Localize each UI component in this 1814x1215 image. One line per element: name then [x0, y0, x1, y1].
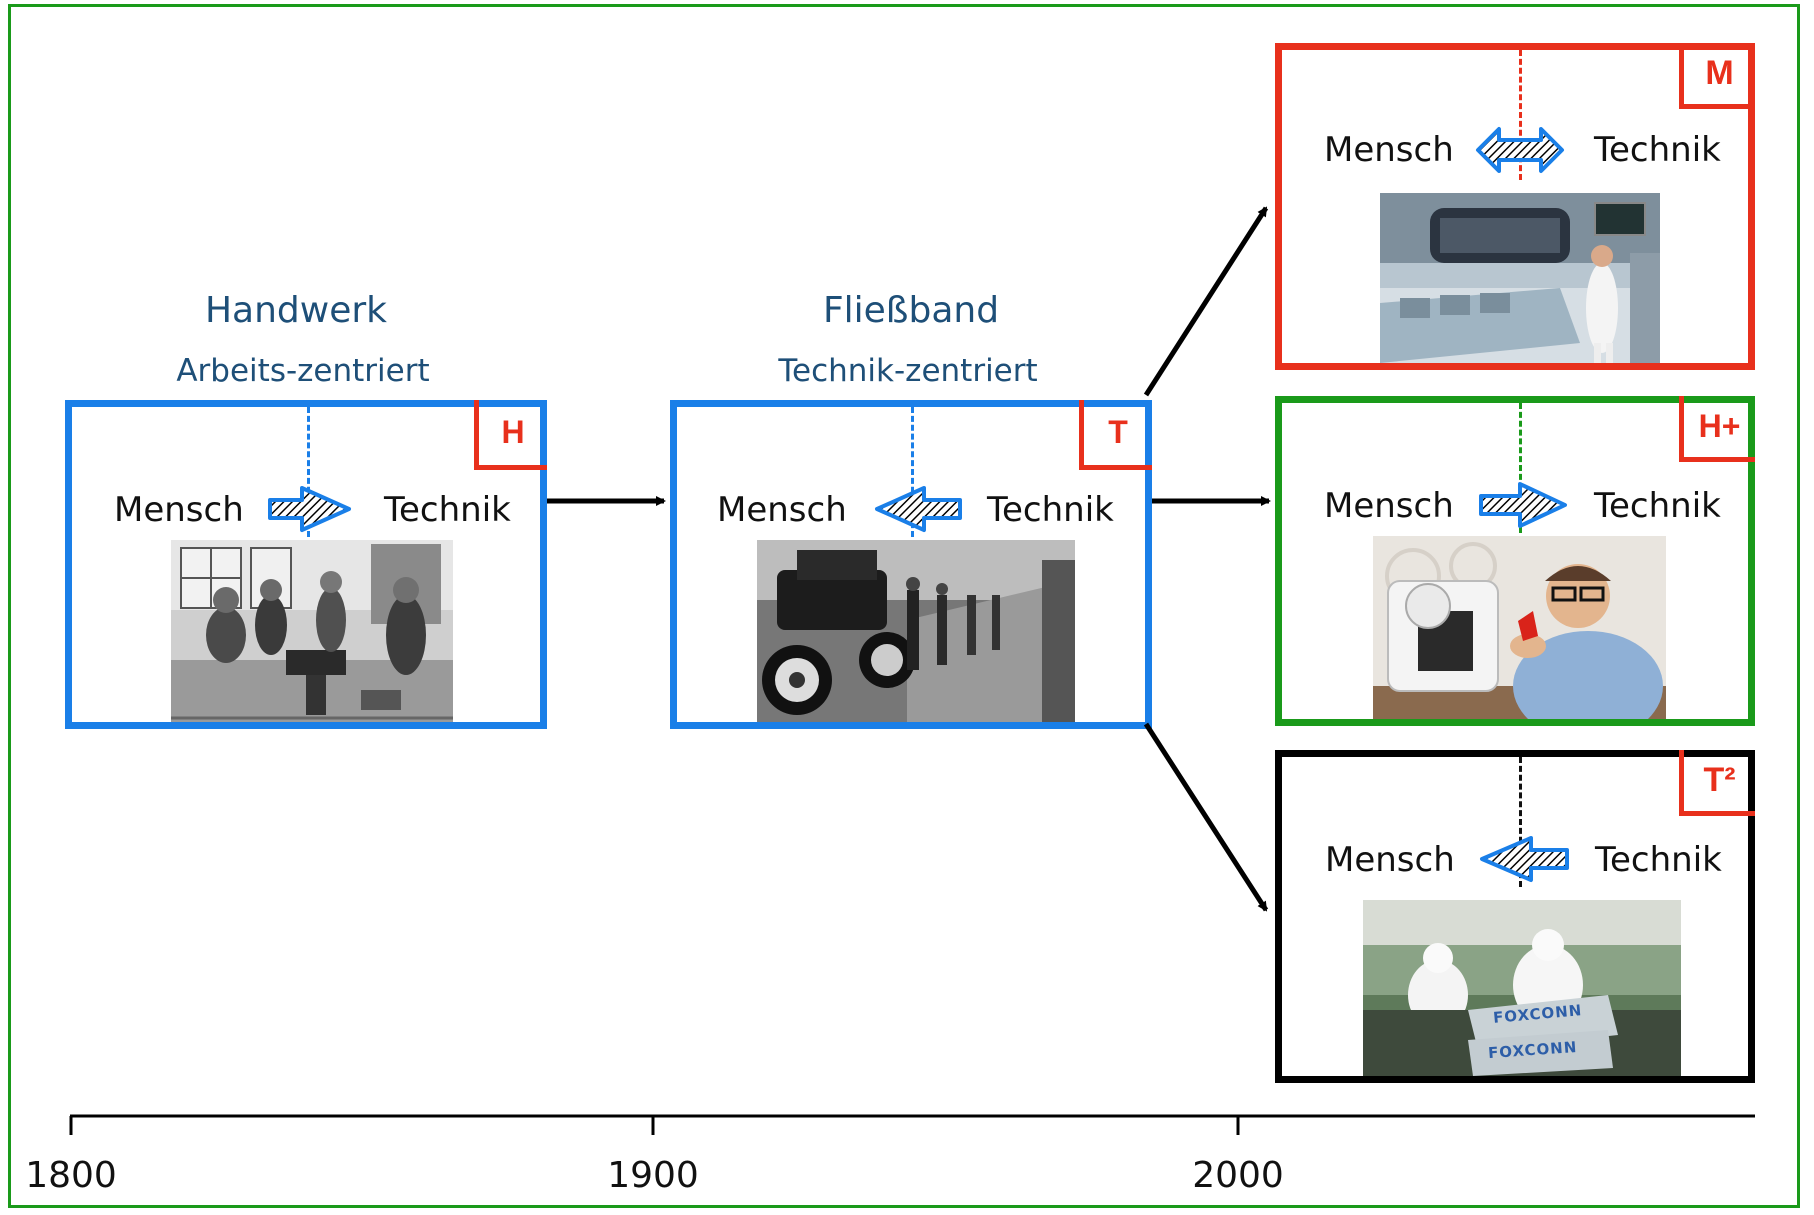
connector-arrow: [1143, 722, 1269, 912]
label-mensch: Mensch: [1324, 130, 1454, 170]
stage-badge: H: [474, 400, 547, 470]
craftsmen-workshop-photo: [171, 540, 453, 722]
stage-badge: T²: [1679, 750, 1755, 816]
car-factory-photo: [1380, 193, 1660, 363]
foxconn-workers-photo: FOXCONN FOXCONN: [1363, 900, 1681, 1076]
stage-box-handwerk: H Mensch Technik: [65, 400, 547, 729]
stage-box-m: M Mensch Technik: [1275, 43, 1755, 370]
label-mensch: Mensch: [1324, 486, 1454, 526]
stage-title-handwerk: Handwerk: [204, 290, 388, 331]
timeline-label: 2000: [1192, 1155, 1284, 1196]
label-technik: Technik: [384, 490, 511, 530]
divider-line: [1519, 50, 1522, 180]
label-mensch: Mensch: [1325, 840, 1455, 880]
divider-line: [1519, 757, 1522, 887]
timeline-label: 1900: [607, 1155, 699, 1196]
stage-badge: T: [1079, 400, 1152, 470]
divider-line: [911, 407, 914, 537]
label-mensch: Mensch: [114, 490, 244, 530]
assembly-line-photo: [757, 540, 1075, 722]
arrow-left-icon: [1480, 836, 1569, 882]
label-technik: Technik: [1595, 840, 1722, 880]
connector-arrow: [1143, 206, 1269, 397]
stage-badge: H+: [1679, 396, 1755, 462]
divider-line: [307, 407, 310, 537]
label-technik: Technik: [1594, 486, 1721, 526]
stage-subtitle-handwerk: Arbeits-zentriert: [176, 353, 430, 389]
stage-box-fliessband: T Mensch Technik: [670, 400, 1152, 729]
arrow-right-icon: [268, 486, 351, 532]
label-mensch: Mensch: [717, 490, 847, 530]
label-technik: Technik: [987, 490, 1114, 530]
arrow-left-icon: [875, 486, 962, 532]
arrow-right-icon: [1479, 482, 1567, 528]
outer-frame: [8, 4, 1800, 1208]
man-3d-printer-photo: [1373, 536, 1666, 719]
divider-line: [1519, 403, 1522, 533]
stage-subtitle-fliessband: Technik-zentriert: [778, 353, 1038, 389]
stage-box-hplus: H+ Mensch Technik: [1275, 396, 1755, 726]
stage-box-t2: T² Mensch Technik FOXCONN FOXCONN: [1275, 750, 1755, 1083]
double-arrow-icon: [1476, 127, 1564, 173]
label-technik: Technik: [1594, 130, 1721, 170]
stage-badge: M: [1679, 43, 1755, 109]
timeline-label: 1800: [25, 1155, 117, 1196]
stage-title-fliessband: Fließband: [822, 290, 1000, 331]
